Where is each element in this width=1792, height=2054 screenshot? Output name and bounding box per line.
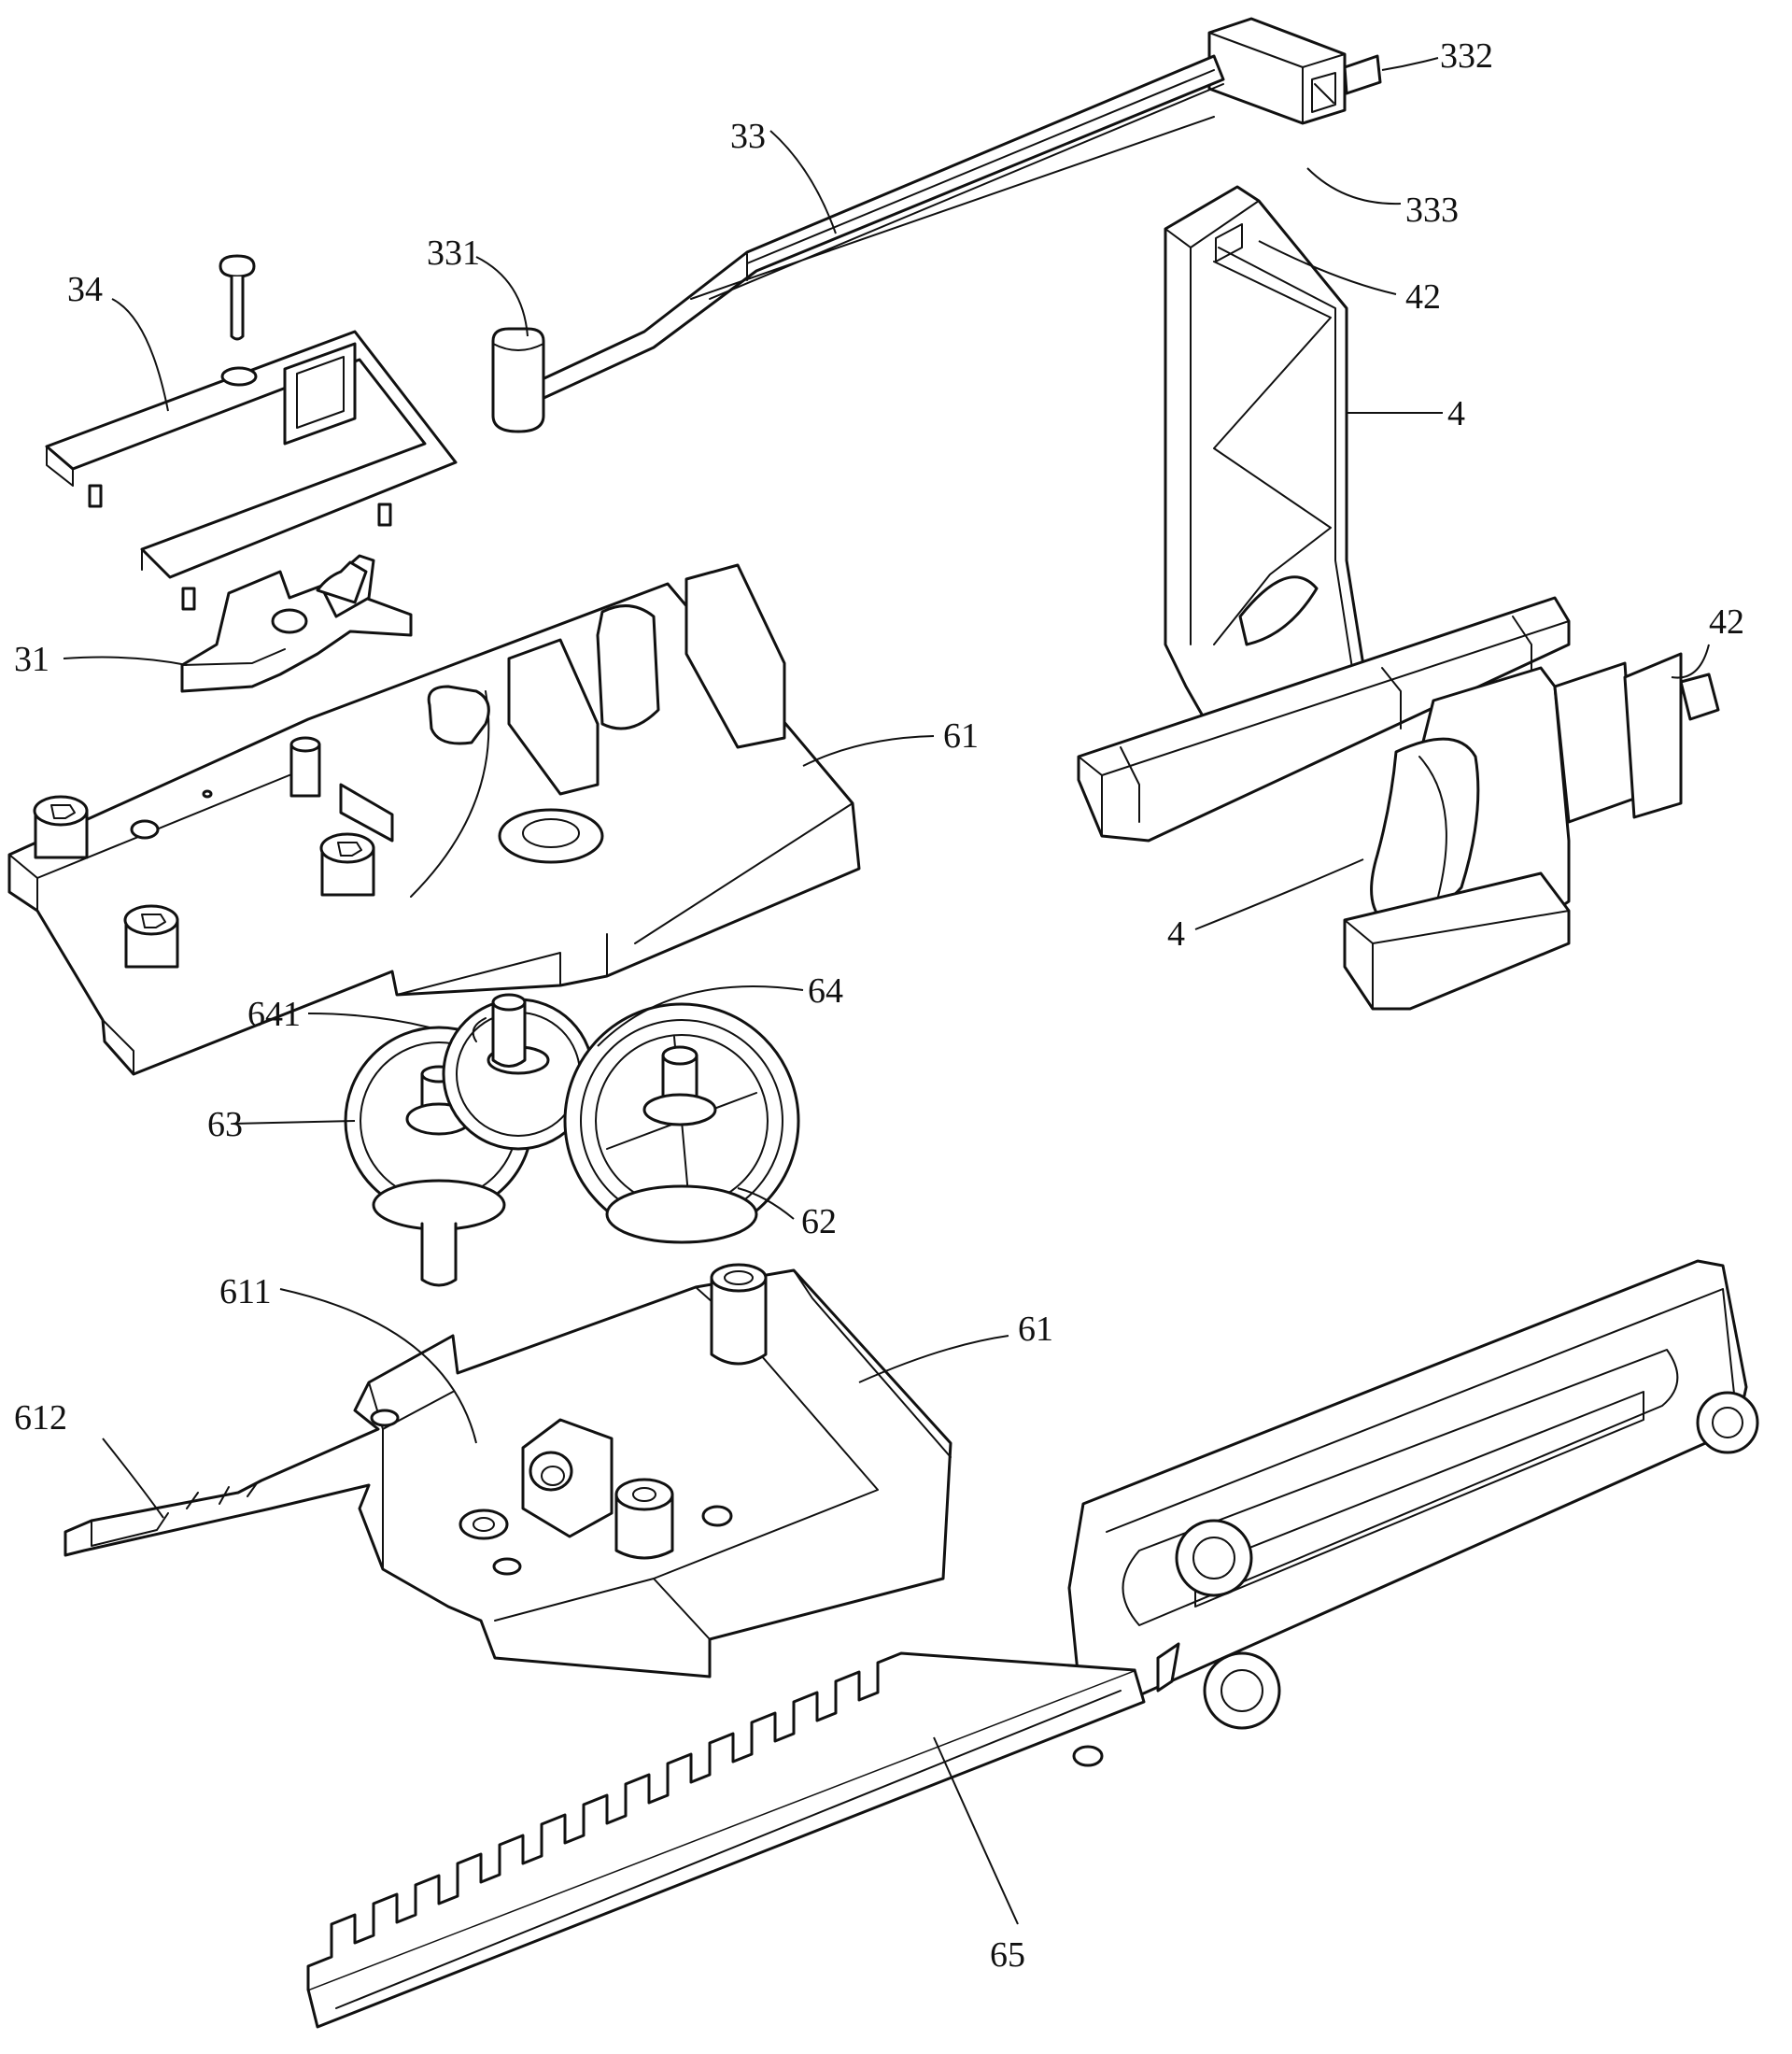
gear-64 xyxy=(442,993,595,1151)
reference-numerals: 332 33 333 331 34 42 4 31 42 61 4 641 64… xyxy=(14,36,1744,1975)
label-34: 34 xyxy=(67,270,103,309)
label-65: 65 xyxy=(990,1935,1025,1975)
gear-62 xyxy=(563,1002,800,1244)
label-62: 62 xyxy=(801,1202,837,1241)
lower-housing-61 xyxy=(63,1263,952,1679)
label-63: 63 xyxy=(207,1105,243,1144)
label-33: 33 xyxy=(730,117,766,156)
label-641: 641 xyxy=(247,995,301,1034)
bracket-4 xyxy=(1077,185,1720,1011)
label-61-lower: 61 xyxy=(1018,1310,1053,1349)
label-42-upper: 42 xyxy=(1405,277,1441,317)
label-611: 611 xyxy=(219,1272,272,1311)
leader-lines xyxy=(63,57,1710,1925)
label-333: 333 xyxy=(1405,191,1459,230)
label-61-upper: 61 xyxy=(943,716,979,756)
label-4-lower: 4 xyxy=(1167,914,1185,954)
push-rod-33 xyxy=(491,17,1382,433)
label-31: 31 xyxy=(14,640,49,679)
upper-housing-61 xyxy=(7,563,861,1076)
label-612: 612 xyxy=(14,1398,67,1438)
label-42-lower: 42 xyxy=(1709,602,1744,642)
label-332: 332 xyxy=(1440,36,1493,76)
label-4-upper: 4 xyxy=(1447,394,1465,433)
label-331: 331 xyxy=(427,234,480,273)
label-64: 64 xyxy=(808,971,843,1011)
pawl-31 xyxy=(180,554,413,693)
rack-slider-65 xyxy=(306,1259,1759,2029)
guide-plate-34 xyxy=(45,254,458,611)
